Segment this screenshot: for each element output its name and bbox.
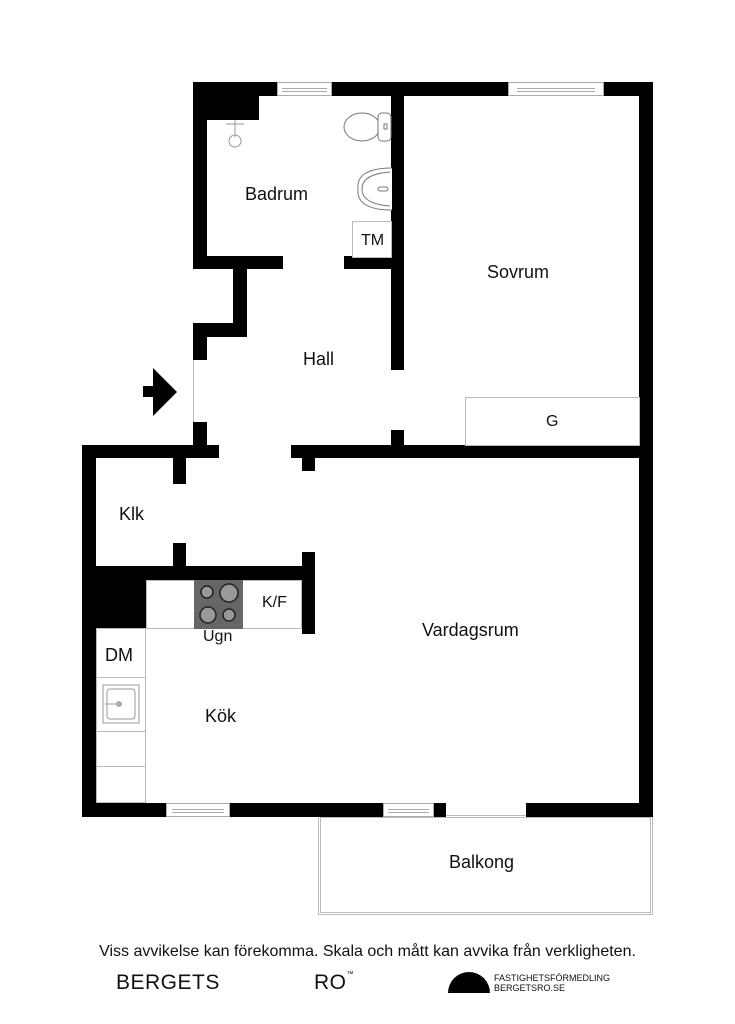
label-g: G	[546, 413, 559, 430]
label-kf: K/F	[262, 594, 287, 611]
wall	[230, 803, 383, 817]
washbasin-icon	[356, 166, 393, 212]
kitchen-divider	[145, 628, 146, 803]
wall	[302, 445, 315, 471]
wall	[173, 445, 186, 484]
counter-dm	[96, 628, 146, 678]
entrance-arrow-icon	[143, 368, 179, 416]
wall	[82, 445, 96, 817]
wall	[193, 323, 207, 360]
wall	[291, 445, 653, 458]
window	[508, 82, 604, 96]
wall	[173, 543, 186, 573]
wall	[526, 803, 653, 817]
room-label-kok: Kök	[205, 706, 237, 726]
room-label-hall: Hall	[303, 349, 335, 369]
trademark: ™	[346, 971, 354, 978]
wall	[391, 82, 404, 370]
room-label-klk: Klk	[119, 504, 145, 524]
stove-icon	[194, 580, 243, 629]
logo-dome-icon	[448, 972, 490, 993]
label-ugn: Ugn	[203, 628, 233, 645]
room-label-badrum: Badrum	[245, 184, 309, 204]
agency-line-1: FASTIGHETSFÖRMEDLING	[494, 973, 611, 983]
room-label-vardagsrum: Vardagsrum	[422, 620, 519, 640]
label-dm: DM	[105, 645, 133, 665]
wall	[82, 566, 146, 628]
counter	[96, 731, 146, 767]
wall	[193, 82, 259, 120]
shower-icon	[224, 119, 246, 151]
balcony	[318, 815, 653, 915]
window	[166, 803, 230, 817]
entrance-door-line	[193, 360, 194, 422]
label-tm: TM	[361, 232, 385, 249]
brand-bergets: BERGETS	[116, 971, 220, 994]
window	[383, 803, 434, 817]
toilet-icon	[342, 111, 392, 143]
brand-ro-text: RO	[314, 971, 347, 994]
wall	[82, 445, 219, 458]
wardrobe	[465, 397, 640, 446]
wall	[434, 803, 446, 817]
room-label-balkong: Balkong	[449, 852, 515, 872]
brand-ro: RO™	[314, 971, 354, 995]
wall	[193, 82, 207, 268]
room-label-sovrum: Sovrum	[487, 262, 550, 282]
sink-icon	[102, 684, 140, 724]
wall	[82, 803, 166, 817]
wall	[391, 430, 404, 450]
agency-line-2: BERGETSRO.SE	[494, 983, 566, 993]
wall	[233, 256, 247, 336]
wall	[332, 82, 508, 96]
counter	[96, 766, 146, 803]
disclaimer: Viss avvikelse kan förekomma. Skala och …	[99, 943, 636, 960]
wall	[344, 256, 399, 269]
wall	[302, 552, 315, 634]
washing-machine	[352, 221, 392, 258]
window	[277, 82, 332, 96]
